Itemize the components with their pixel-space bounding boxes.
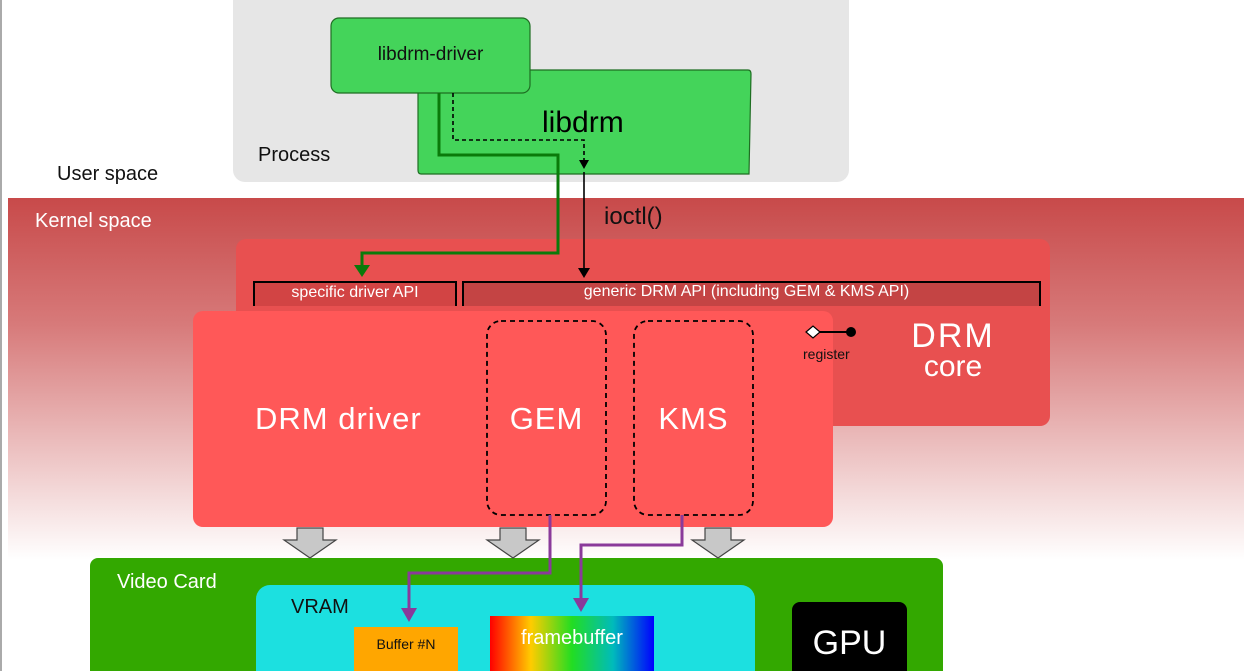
dashed-path xyxy=(452,93,585,162)
purple-path-gem xyxy=(407,515,552,610)
buffer-box xyxy=(354,627,458,671)
ioctl-label: ioctl() xyxy=(604,203,663,230)
drm-driver-box xyxy=(193,311,833,527)
down-arrow-2 xyxy=(485,527,541,559)
user-space-label: User space xyxy=(57,163,159,185)
libdrm-driver-label: libdrm-driver xyxy=(377,44,484,65)
buffer-label: Buffer #N xyxy=(376,636,436,652)
specific-api-bracket xyxy=(253,281,457,306)
gpu-box xyxy=(792,602,907,671)
generic-api-bracket xyxy=(462,281,1041,306)
drm-core-label-line1: DRM xyxy=(911,317,995,355)
framebuffer-box xyxy=(490,616,654,671)
ioctl-arrowhead xyxy=(578,268,590,278)
register-label: register xyxy=(803,346,850,362)
libdrm-box xyxy=(417,69,752,175)
process-label: Process xyxy=(258,144,331,166)
green-arrowhead xyxy=(354,265,370,277)
gpu-label: GPU xyxy=(812,624,887,662)
down-arrow-3 xyxy=(690,527,746,559)
kms-box xyxy=(633,320,754,516)
gem-label: GEM xyxy=(509,401,584,436)
libdrm-driver-box xyxy=(330,17,531,94)
kms-label: KMS xyxy=(658,401,729,436)
down-arrow-1 xyxy=(282,527,338,559)
gem-box xyxy=(486,320,607,516)
drm-core-label-line2: core xyxy=(923,350,983,383)
purple-arrowhead-gem xyxy=(401,608,417,622)
generic-api-label: generic DRM API (including GEM & KMS API… xyxy=(583,283,910,300)
specific-api-bar xyxy=(254,282,456,306)
register-dot xyxy=(846,327,856,337)
purple-arrowhead-kms xyxy=(573,598,589,612)
drm-driver-label: DRM driver xyxy=(255,401,422,436)
register-diamond xyxy=(805,325,821,339)
specific-api-label: specific driver API xyxy=(291,284,419,301)
purple-path-kms xyxy=(579,515,684,600)
framebuffer-label: framebuffer xyxy=(521,627,623,649)
generic-api-bar xyxy=(463,282,1040,306)
dashed-arrowhead xyxy=(579,160,589,169)
video-card-label: Video Card xyxy=(117,571,217,593)
libdrm-label: libdrm xyxy=(542,106,624,139)
kernel-space-label: Kernel space xyxy=(35,210,152,232)
green-path xyxy=(360,93,560,268)
vram-label: VRAM xyxy=(291,596,349,618)
